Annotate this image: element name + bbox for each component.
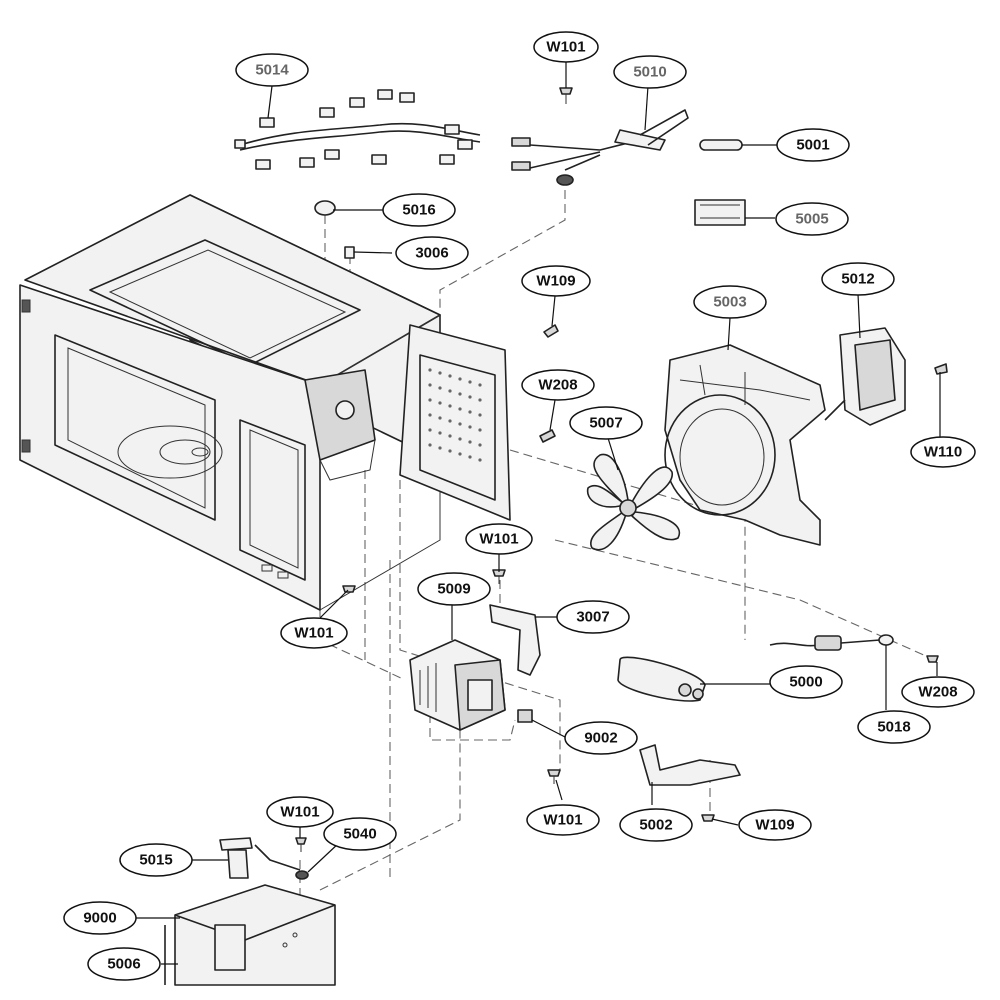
callout-3006: 3006 (395, 236, 469, 270)
svg-text:W208: W208 (918, 684, 957, 701)
svg-text:5010: 5010 (633, 64, 666, 81)
callout-9002: 9002 (564, 721, 638, 755)
screws (295, 87, 948, 852)
svg-text:5009: 5009 (437, 581, 470, 598)
callout-w109-top: W109 (521, 265, 591, 297)
micro-switch (344, 246, 355, 259)
svg-text:5014: 5014 (255, 62, 289, 79)
svg-text:5018: 5018 (877, 719, 910, 736)
svg-text:W110: W110 (924, 444, 962, 461)
hv-diode (769, 634, 894, 651)
svg-text:3007: 3007 (576, 609, 609, 626)
svg-text:5000: 5000 (789, 674, 822, 691)
callout-5012: 5012 (821, 262, 895, 296)
callout-w101-left: W101 (280, 617, 348, 649)
mounting-bracket (489, 604, 541, 676)
svg-text:5016: 5016 (402, 202, 435, 219)
thermostat (314, 200, 336, 216)
lamp-assembly (219, 837, 309, 880)
svg-text:5006: 5006 (107, 956, 140, 973)
callout-w110: W110 (910, 436, 976, 468)
callout-5016: 5016 (382, 193, 456, 227)
svg-text:W101: W101 (543, 812, 582, 829)
callout-5007: 5007 (569, 406, 643, 440)
fan-motor (824, 327, 906, 426)
base-cover (164, 884, 336, 986)
svg-text:W208: W208 (538, 377, 577, 394)
svg-text:5007: 5007 (589, 415, 622, 432)
callout-labels: W101 5014 5010 5001 5016 5005 3006 W109 (63, 31, 976, 981)
callout-3007: 3007 (556, 600, 630, 634)
callout-5009: 5009 (417, 572, 491, 606)
latch-assembly (304, 369, 376, 481)
svg-text:W101: W101 (280, 804, 319, 821)
wire-harness (234, 89, 481, 170)
callout-5006: 5006 (87, 947, 161, 981)
thermal-cutout (517, 709, 533, 723)
svg-text:5002: 5002 (639, 817, 672, 834)
callout-w101-low: W101 (526, 804, 600, 836)
svg-text:3006: 3006 (415, 245, 448, 262)
callout-5014: 5014 (235, 53, 309, 87)
oven-cavity (19, 194, 441, 611)
magnetron (409, 639, 506, 731)
fuse-holder (694, 199, 746, 226)
callout-5001: 5001 (776, 128, 850, 162)
callout-w109-low: W109 (738, 809, 812, 841)
svg-text:5015: 5015 (139, 852, 172, 869)
callout-w208-right: W208 (901, 676, 975, 708)
svg-text:5040: 5040 (343, 826, 376, 843)
svg-text:W109: W109 (536, 273, 575, 290)
svg-text:W109: W109 (755, 817, 794, 834)
svg-text:5005: 5005 (795, 211, 828, 228)
svg-text:5012: 5012 (841, 271, 874, 288)
fan-blade (586, 453, 681, 551)
callout-5015: 5015 (119, 843, 193, 877)
callout-w101-bottom: W101 (266, 796, 334, 828)
svg-text:W101: W101 (294, 625, 333, 642)
capacitor-bracket (639, 744, 741, 786)
svg-text:5003: 5003 (713, 294, 746, 311)
callout-5003: 5003 (693, 285, 767, 319)
callout-5005: 5005 (775, 202, 849, 236)
callout-5018: 5018 (857, 710, 931, 744)
callout-9000: 9000 (63, 901, 137, 935)
callout-5010: 5010 (613, 55, 687, 89)
hv-capacitor (617, 656, 706, 702)
callout-w101-mid: W101 (465, 523, 533, 555)
svg-text:9000: 9000 (83, 910, 116, 927)
callout-5002: 5002 (619, 808, 693, 842)
fuse (699, 139, 743, 151)
svg-text:W101: W101 (546, 39, 585, 56)
callout-w101-top: W101 (533, 31, 599, 63)
svg-text:9002: 9002 (584, 730, 617, 747)
side-panel (399, 324, 511, 521)
svg-text:W101: W101 (479, 531, 518, 548)
svg-text:5001: 5001 (796, 137, 829, 154)
callout-5000: 5000 (769, 665, 843, 699)
leader-lines (120, 62, 941, 965)
fan-duct (664, 344, 826, 546)
callout-5040: 5040 (323, 817, 397, 851)
callout-w208-mid: W208 (521, 369, 595, 401)
power-cord-set (511, 109, 689, 186)
